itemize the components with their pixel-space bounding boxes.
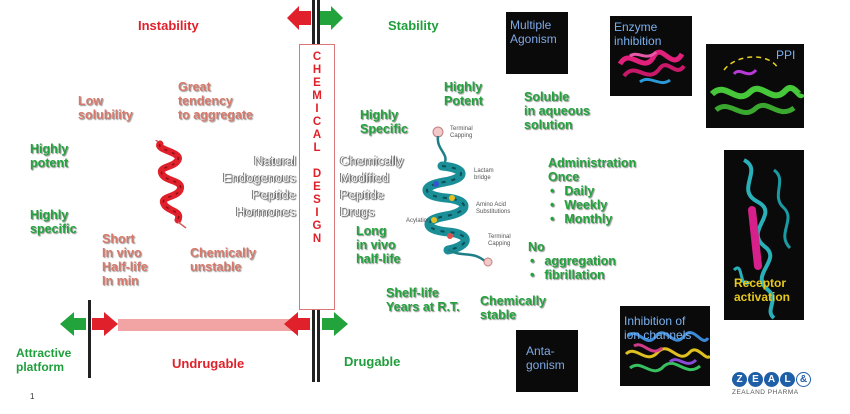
administration-daily: Daily (548, 184, 636, 198)
design-letter: E (313, 77, 321, 89)
logo-letter: & (796, 372, 811, 387)
enzyme-inhibition-label: Enzyme inhibition (614, 20, 662, 48)
ion-channels-image: Inhibition of ion channels (620, 306, 710, 386)
highly-specific-left: Highly specific (30, 208, 77, 236)
no-aggregation-label: No aggregation fibrillation (528, 240, 616, 282)
page-number: 1 (30, 392, 35, 401)
engineered-peptide-figure: Terminal Capping Lactam bridge Amino Aci… (406, 124, 524, 276)
logo-letter: E (748, 372, 763, 387)
enzyme-structure-graphic (617, 49, 686, 85)
low-solubility-label: Low solubility (78, 94, 133, 122)
modified-drugs-label: Chemically Modified Peptide Drugs (340, 153, 404, 219)
receptor-activation-image: Receptor activation (724, 150, 804, 320)
top-direction-arrows (287, 6, 343, 30)
acylation-label: Acylation (406, 218, 431, 224)
bottom-left-green-arrow (60, 312, 86, 336)
administration-weekly: Weekly (548, 198, 636, 212)
bottom-right-red-arrow (284, 312, 310, 336)
logo-letter: Z (732, 372, 747, 387)
terminal-capping-bottom-label: Terminal Capping (488, 234, 511, 247)
top-red-arrow (287, 6, 311, 30)
undrugable-pink-bar (118, 319, 294, 331)
multiple-agonism-box: Multiple Agonism (506, 12, 568, 74)
ppi-label: PPI (776, 48, 796, 62)
receptor-activation-label: Receptor activation (734, 276, 791, 304)
logo-letter: A (764, 372, 779, 387)
undrugable-label: Undrugable (172, 356, 245, 371)
design-letter: A (312, 129, 322, 141)
logo-letter: L (780, 372, 795, 387)
design-letter: C (312, 116, 322, 128)
native-peptide-helix-image (154, 140, 187, 229)
engineered-helix-image (422, 126, 493, 267)
bottom-arrow-bar (60, 312, 348, 336)
design-letter: L (313, 142, 321, 154)
multiple-agonism-label: Multiple Agonism (510, 18, 557, 46)
receptor-structure-graphic (732, 158, 792, 320)
enzyme-inhibition-image: Enzyme inhibition (610, 16, 692, 96)
chemical-design-box: C H E M I C A L D E S I G N (299, 44, 335, 310)
long-half-life-label: Long in vivo half-life (356, 224, 401, 266)
ppi-structure-graphic (709, 56, 804, 116)
no-aggregation-item: aggregation (528, 254, 616, 268)
highly-specific-right: Highly Specific (360, 108, 408, 136)
highly-potent-right: Highly Potent (444, 80, 483, 108)
design-letter: I (315, 207, 319, 219)
aggregate-tendency-label: Great tendency to aggregate (178, 80, 254, 122)
no-fibrillation-item: fibrillation (528, 268, 616, 282)
logo-subtitle: ZEALAND PHARMA (732, 389, 799, 396)
design-letter: C (312, 51, 322, 63)
instability-heading: Instability (138, 18, 199, 33)
design-letter: D (312, 168, 322, 180)
natural-hormones-label: Natural Endogenous Peptide Hormones (222, 153, 296, 219)
soluble-label: Soluble in aqueous solution (524, 90, 590, 132)
attractive-platform-label: Attractive platform (16, 346, 72, 374)
ppi-image: PPI (706, 44, 804, 128)
zealand-logo-letters: Z E A L & (732, 372, 814, 387)
chemically-stable-label: Chemically stable (480, 294, 547, 322)
design-letter: I (315, 103, 319, 115)
bottom-right-green-arrow (322, 312, 348, 336)
design-letter: G (312, 220, 322, 232)
antagonism-label: Anta- gonism (526, 344, 565, 372)
administration-label: Administration Once Daily Weekly Monthly (548, 156, 636, 226)
amino-acid-label: Amino Acid Substitutions (476, 202, 511, 215)
terminal-capping-top-label: Terminal Capping (450, 126, 473, 139)
ion-channels-label: Inhibition of ion channels (624, 314, 692, 342)
drugable-label: Drugable (344, 354, 401, 369)
design-letter: N (312, 233, 322, 245)
design-letter: E (313, 181, 321, 193)
chemically-unstable-label: Chemically unstable (190, 246, 257, 274)
chemical-design-letters: C H E M I C A L D E S I G N (300, 45, 334, 246)
bottom-left-red-arrow (92, 312, 118, 336)
shelf-life-label: Shelf-life Years at R.T. (386, 286, 460, 314)
antagonism-box: Anta- gonism (516, 330, 578, 392)
administration-monthly: Monthly (548, 212, 636, 226)
ion-channel-structure-graphic (624, 331, 710, 373)
lactam-bridge-label: Lactam bridge (474, 168, 494, 181)
short-half-life-label: Short In vivo Half-life In min (102, 232, 148, 288)
left-divider-line (88, 300, 91, 378)
design-letter-space (300, 155, 334, 168)
highly-potent-left: Highly potent (30, 142, 69, 170)
zealand-pharma-logo: Z E A L & ZEALAND PHARMA (732, 372, 814, 396)
top-green-arrow (319, 6, 343, 30)
design-letter: H (312, 64, 322, 76)
design-letter: M (312, 90, 322, 102)
stability-heading: Stability (388, 18, 439, 33)
design-letter: S (313, 194, 321, 206)
